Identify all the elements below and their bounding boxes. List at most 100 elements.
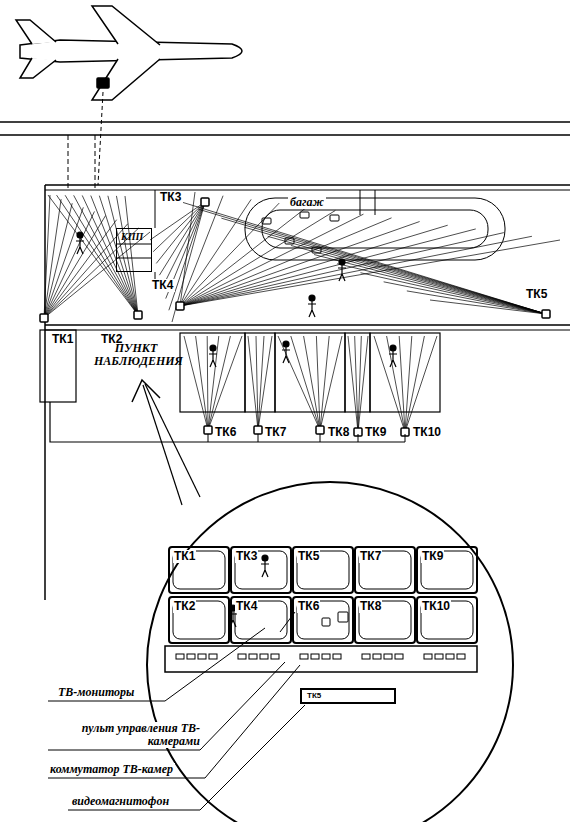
callout-label: коммутатор ТВ-камер	[48, 763, 175, 776]
camera-ray	[208, 336, 242, 430]
panel-button	[271, 654, 279, 659]
panel-button	[333, 654, 341, 659]
checkpoint-label: КПП	[120, 231, 144, 242]
baggage-item	[262, 218, 271, 224]
camera-ray	[384, 282, 546, 314]
camera-ray	[108, 196, 138, 315]
airplane-wing	[92, 59, 160, 100]
panel-button	[446, 654, 454, 659]
camera-ray	[180, 207, 307, 306]
camera-label: ТК5	[524, 288, 549, 301]
camera-ray	[245, 227, 546, 314]
camera-ray	[180, 225, 448, 306]
tv-camera	[254, 426, 262, 434]
tv-camera	[201, 198, 209, 206]
camera-ray	[184, 336, 208, 430]
monitor-label: ТК6	[297, 600, 320, 613]
checkpoint-box: КПП	[116, 228, 152, 272]
camera-ray	[150, 202, 205, 240]
panel-button	[249, 654, 257, 659]
leader-line	[165, 628, 265, 701]
monitor-label: ТК2	[173, 600, 196, 613]
baggage-item	[322, 618, 330, 626]
camera-cable	[358, 434, 359, 442]
person-figure	[210, 345, 216, 351]
monitor-screen	[421, 551, 473, 589]
camera-cable	[258, 434, 259, 442]
monitor-screen	[173, 551, 225, 589]
baggage-path	[98, 92, 103, 185]
camera-ray	[291, 336, 320, 430]
wall-line	[45, 330, 570, 331]
panel-button	[322, 654, 330, 659]
panel-button	[311, 654, 319, 659]
callout-underline	[68, 810, 200, 811]
control-panel	[165, 646, 477, 672]
camera-ray	[57, 195, 138, 315]
zoom-circle	[147, 482, 513, 822]
camera-ray	[320, 336, 342, 430]
camera-ray	[358, 336, 368, 432]
camera-ray	[159, 202, 205, 275]
video-recorder: ТК5	[300, 688, 396, 704]
camera-ray	[348, 336, 358, 432]
monitor-label: ТК10	[421, 600, 451, 613]
camera-ray	[74, 195, 138, 315]
camera-ray	[430, 300, 546, 314]
camera-label: ТК6	[213, 426, 238, 439]
callout-label: ТВ-мониторы	[56, 686, 136, 699]
tv-monitor: ТК5	[292, 546, 354, 594]
wall-line	[375, 190, 376, 215]
tv-camera	[134, 311, 142, 319]
tv-camera	[204, 426, 212, 434]
camera-ray	[316, 336, 320, 430]
camera-ray	[278, 336, 320, 430]
camera-ray	[82, 195, 138, 315]
panel-button	[187, 654, 195, 659]
baggage-conveyor	[245, 198, 505, 260]
wall-line	[45, 184, 570, 186]
monitor-screen	[297, 601, 349, 639]
camera-ray	[180, 229, 476, 306]
monitor-label: ТК1	[173, 550, 196, 563]
tv-camera	[176, 302, 184, 310]
panel-button	[373, 654, 381, 659]
camera-ray	[44, 203, 72, 318]
baggage-item	[338, 612, 348, 622]
tv-monitor: ТК3	[230, 546, 292, 594]
runway-line	[0, 134, 570, 136]
camera-label: ТК1	[50, 333, 75, 346]
camera-ray	[314, 255, 546, 314]
camera-label: ТК8	[326, 426, 351, 439]
jet-bridge	[95, 135, 96, 188]
camera-ray	[256, 336, 258, 430]
camera-cable	[208, 434, 209, 442]
camera-ray	[248, 336, 258, 430]
camera-ray	[99, 196, 138, 315]
monitor-label: ТК5	[297, 550, 320, 563]
leader-line	[205, 665, 300, 778]
monitor-screen	[359, 601, 411, 639]
panel-button	[209, 654, 217, 659]
camera-ray	[374, 336, 405, 432]
camera-ray	[180, 192, 195, 306]
tv-monitor: ТК9	[416, 546, 478, 594]
camera-cable	[50, 402, 405, 442]
camera-label: ТК4	[150, 279, 175, 292]
monitor-label: ТК8	[359, 600, 382, 613]
recorder-label: ТК5	[306, 690, 322, 702]
callout-underline	[48, 701, 165, 702]
camera-ray	[258, 336, 264, 430]
camera-ray	[360, 273, 546, 314]
camera-ray	[198, 209, 546, 314]
tv-camera	[316, 426, 324, 434]
zoom-pointer	[145, 384, 200, 497]
camera-ray	[268, 236, 546, 314]
camera-ray	[355, 336, 358, 432]
airplane-wing	[92, 6, 160, 45]
camera-ray	[337, 264, 546, 314]
panel-button	[395, 654, 403, 659]
baggage-cart	[97, 78, 109, 88]
monitor-label: ТК4	[235, 600, 258, 613]
